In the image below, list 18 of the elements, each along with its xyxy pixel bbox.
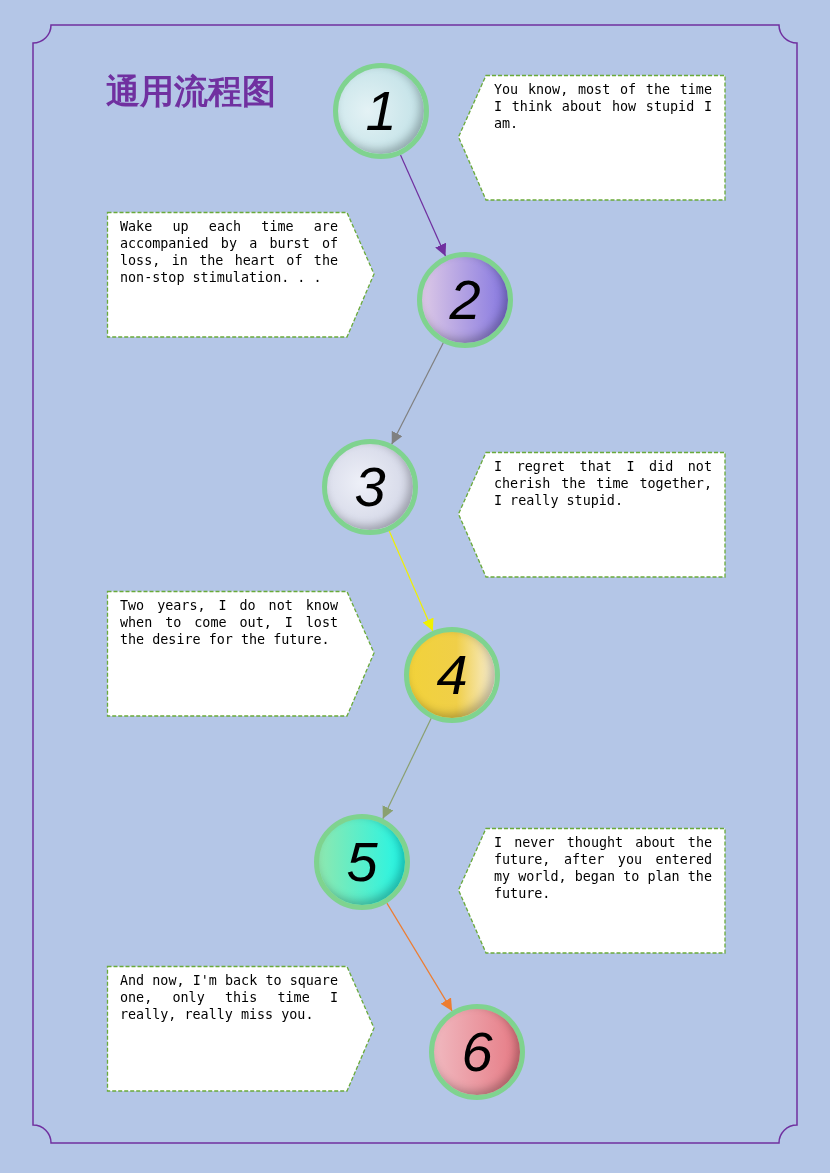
step-circle: 6: [429, 1004, 525, 1100]
callout-text: And now, I'm back to square one, only this time I really, really miss you.: [120, 972, 338, 1023]
step-circle: 5: [314, 814, 410, 910]
step-circle: 3: [322, 439, 418, 535]
callout-text: I never thought about the future, after you entered my world, began to plan the future.: [494, 834, 712, 902]
arrow: [388, 530, 434, 632]
arrow: [386, 902, 453, 1012]
callout-text: You know, most of the time I think about how stupid I am.: [494, 81, 712, 132]
arrow: [399, 154, 447, 257]
step-circle: 2: [417, 252, 513, 348]
title: 通用流程图: [106, 70, 276, 112]
arrow: [382, 717, 432, 820]
callout-text: I regret that I did not cherish the time together, I really stupid.: [494, 458, 712, 509]
step-circle: 4: [404, 627, 500, 723]
callout-text: Wake up each time are accompanied by a burst of loss, in the heart of the non-stop stimulation. . .: [120, 218, 338, 286]
step-circle: 1: [333, 63, 429, 159]
arrow: [391, 342, 444, 445]
callout-text: Two years, I do not know when to come out, I lost the desire for the future.: [120, 597, 338, 648]
